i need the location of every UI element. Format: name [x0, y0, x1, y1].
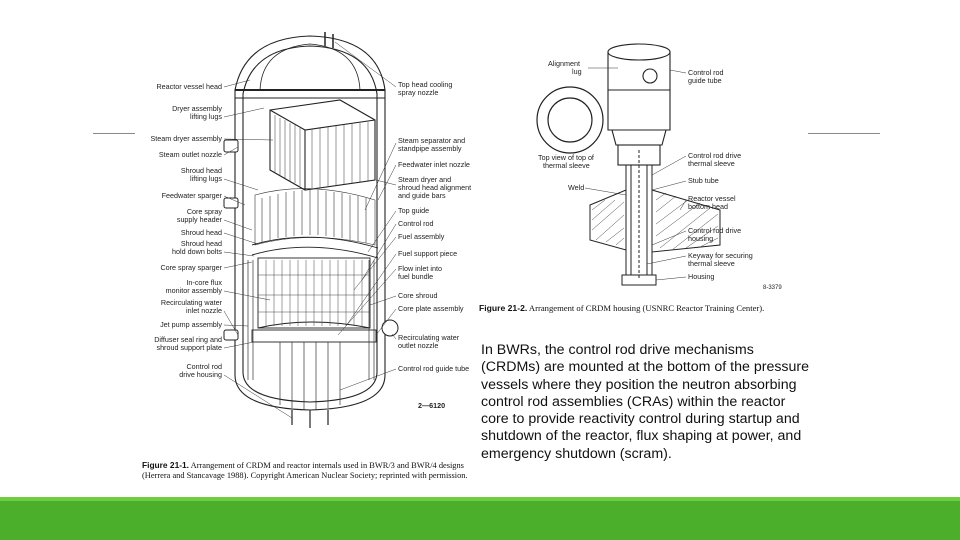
label-top-head-cooling: Top head cooling — [398, 80, 452, 89]
label-steam-dryer-assembly: Steam dryer assembly — [151, 134, 223, 143]
label-dryer-assembly: Dryer assembly — [172, 104, 222, 113]
figure-21-2-caption-text: Arrangement of CRDM housing (USNRC React… — [527, 303, 765, 313]
label-crd-thermal: Control rod drive — [688, 151, 741, 160]
label-guide-tube: guide tube — [688, 76, 722, 85]
figure-21-1-caption-text: Arrangement of CRDM and reactor internal… — [142, 461, 468, 481]
footer-accent-highlight — [0, 497, 960, 501]
reactor-vessel-diagram: Reactor vessel head Dryer assembly lifti… — [151, 32, 471, 428]
label-housing: housing — [688, 234, 713, 243]
label-lifting-lugs: lifting lugs — [190, 112, 222, 121]
label-alignment: Alignment — [548, 59, 580, 68]
label-top-guide: Top guide — [398, 206, 429, 215]
figure-21-1-caption-label: Figure 21-1. — [142, 460, 190, 470]
label-spray-nozzle: spray nozzle — [398, 88, 438, 97]
label-control-rod-2: Control rod — [688, 68, 724, 77]
divider-right — [808, 133, 880, 134]
drawing-id-1: 2—6120 — [418, 401, 445, 410]
label-fuel-bundle: fuel bundle — [398, 272, 433, 281]
label-shroud-head-alignment: shroud head alignment — [398, 183, 471, 192]
label-reactor-vessel: Reactor vessel — [688, 194, 736, 203]
label-thermal-sleeve: thermal sleeve — [688, 159, 735, 168]
body-paragraph: In BWRs, the control rod drive mechanism… — [481, 342, 810, 462]
figure-21-2-caption-label: Figure 21-2. — [479, 303, 528, 313]
label-jet-pump-assembly: Jet pump assembly — [160, 320, 222, 329]
label-guide-bars: and guide bars — [398, 191, 446, 200]
label-control-rod: Control rod — [398, 219, 434, 228]
crdm-housing-diagram: Alignment lug Top view of top of thermal… — [536, 43, 782, 291]
label-crd-housing: Control rod drive — [688, 226, 741, 235]
divider-left — [93, 133, 135, 134]
label-feedwater-sparger: Feedwater sparger — [162, 191, 223, 200]
label-shroud-head: Shroud head — [181, 166, 222, 175]
label-feedwater-inlet-nozzle: Feedwater inlet nozzle — [398, 160, 470, 169]
label-core-spray-sparger: Core spray sparger — [160, 263, 222, 272]
label-keyway-sleeve: thermal sleeve — [688, 259, 735, 268]
label-lug: lug — [572, 67, 582, 76]
label-in-core-flux: In-core flux — [186, 278, 222, 287]
label-core-plate-assembly: Core plate assembly — [398, 304, 464, 313]
label-hold-down-bolts: hold down bolts — [172, 247, 222, 256]
label-standpipe-assembly: standpipe assembly — [398, 144, 462, 153]
label-shroud-head-2: Shroud head — [181, 228, 222, 237]
label-steam-outlet-nozzle: Steam outlet nozzle — [159, 150, 222, 159]
label-steam-dryer-shroud: Steam dryer and — [398, 175, 451, 184]
label-weld: Weld — [568, 183, 584, 192]
label-recirc-water: Recirculating water — [161, 298, 223, 307]
label-fuel-assembly: Fuel assembly — [398, 232, 445, 241]
label-housing-bottom: Housing — [688, 272, 714, 281]
drawing-id-2: 8-3379 — [763, 285, 782, 291]
footer-accent-bar — [0, 497, 960, 540]
label-keyway: Keyway for securing — [688, 251, 753, 260]
label-diffuser-seal-ring: Diffuser seal ring and — [154, 335, 222, 344]
label-inlet-nozzle: inlet nozzle — [186, 306, 222, 315]
label-supply-header: supply header — [177, 215, 223, 224]
label-bottom-head: bottom head — [688, 202, 728, 211]
label-thermal-sleeve-top: thermal sleeve — [543, 161, 590, 170]
label-stub-tube: Stub tube — [688, 176, 719, 185]
label-fuel-support-piece: Fuel support piece — [398, 249, 457, 258]
label-control-rod-left: Control rod — [186, 362, 222, 371]
label-recirc-outlet: Recirculating water — [398, 333, 460, 342]
label-core-spray: Core spray — [187, 207, 223, 216]
label-control-rod-guide-tube: Control rod guide tube — [398, 364, 469, 373]
label-top-view: Top view of top of — [538, 153, 594, 162]
label-reactor-vessel-head: Reactor vessel head — [156, 82, 222, 91]
label-flow-inlet: Flow inlet into — [398, 264, 442, 273]
label-outlet-nozzle: outlet nozzle — [398, 341, 438, 350]
label-shroud-support-plate: shroud support plate — [156, 343, 222, 352]
figure-21-1-caption: Figure 21-1. Arrangement of CRDM and rea… — [142, 460, 472, 482]
label-drive-housing: drive housing — [179, 370, 222, 379]
figure-21-2-caption: Figure 21-2. Arrangement of CRDM housing… — [479, 303, 809, 313]
label-shroud-head-3: Shroud head — [181, 239, 222, 248]
label-core-shroud: Core shroud — [398, 291, 438, 300]
label-steam-separator: Steam separator and — [398, 136, 465, 145]
label-shroud-head-lugs: lifting lugs — [190, 174, 222, 183]
label-monitor-assembly: monitor assembly — [166, 286, 223, 295]
